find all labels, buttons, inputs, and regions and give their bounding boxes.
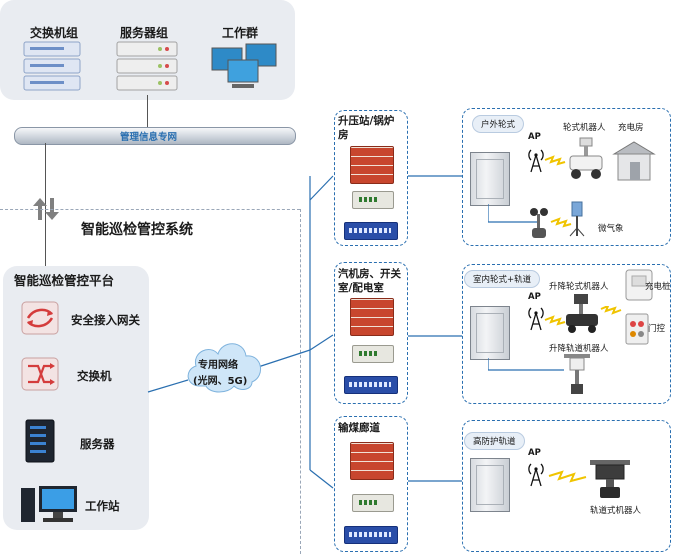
switch-group-label: 交换机组 bbox=[30, 26, 79, 40]
wireless-signal-icon bbox=[544, 155, 566, 166]
charging-house-label: 充电房 bbox=[618, 123, 644, 133]
wheeled-robot-icon bbox=[569, 137, 603, 179]
gateway-device-icon bbox=[352, 345, 394, 363]
charging-house-icon bbox=[612, 141, 656, 181]
charging-pile-icon bbox=[625, 269, 653, 301]
system-separator-line bbox=[0, 209, 300, 210]
robot-label-outdoor: 轮式机器人 bbox=[563, 123, 606, 133]
security-gateway-icon bbox=[21, 301, 59, 335]
firewall-icon bbox=[350, 442, 394, 480]
switch-group-icon bbox=[23, 41, 81, 91]
weather-station-icon bbox=[569, 201, 585, 237]
system-boundary-line bbox=[300, 209, 301, 554]
scenario-tag-rail: 高防护轨道 bbox=[464, 432, 525, 450]
micro-weather-label: 微气象 bbox=[598, 224, 624, 234]
scenario-tag-outdoor: 户外轮式 bbox=[472, 115, 525, 133]
management-network-bus bbox=[14, 127, 296, 145]
server-label: 服务器 bbox=[80, 437, 115, 451]
workstation-label: 工作站 bbox=[85, 499, 120, 513]
gateway-device-icon bbox=[352, 494, 394, 512]
weather-sensor-icon bbox=[530, 208, 548, 238]
charging-pile-label: 充电桩 bbox=[645, 282, 671, 292]
switch-device-icon bbox=[344, 376, 398, 394]
workgroup-icon bbox=[211, 43, 277, 88]
server-icon bbox=[25, 419, 55, 463]
server-bus-link bbox=[147, 95, 148, 127]
station-title-turbine-1: 汽机房、开关 bbox=[338, 268, 401, 280]
network-label-line2: (光网、5G) bbox=[193, 376, 248, 387]
lifting-rail-robot-icon bbox=[564, 354, 590, 394]
ap-antenna-icon bbox=[528, 149, 544, 173]
robot-label-rail: 轨道式机器人 bbox=[590, 506, 642, 516]
door-control-label: 门控 bbox=[648, 324, 666, 334]
firewall-icon bbox=[350, 146, 394, 184]
switch-icon bbox=[21, 357, 59, 391]
station-title-coal: 输煤廊道 bbox=[338, 422, 380, 434]
ap-label: AP bbox=[528, 448, 541, 458]
workgroup-label: 工作群 bbox=[222, 26, 259, 40]
workstation-icon bbox=[21, 486, 77, 522]
station-title-boost-1: 升压站/锅炉 bbox=[338, 115, 395, 127]
control-cabinet-icon bbox=[470, 152, 510, 206]
gateway-device-icon bbox=[352, 191, 394, 209]
ap-label: AP bbox=[528, 132, 541, 142]
ap-antenna-icon bbox=[528, 463, 544, 487]
server-group-icon bbox=[116, 41, 178, 91]
scenario-tag-indoor: 室内轮式+轨道 bbox=[464, 270, 541, 288]
wireless-signal-icon bbox=[544, 315, 566, 326]
management-network-label: 管理信息专网 bbox=[120, 132, 178, 143]
wireless-signal-icon bbox=[548, 470, 587, 483]
lifting-wheeled-robot-icon bbox=[566, 294, 598, 333]
control-cabinet-icon bbox=[470, 458, 510, 512]
ap-antenna-icon bbox=[528, 307, 544, 331]
robot-label-indoor: 升降轮式机器人 bbox=[549, 282, 609, 292]
rail-robot-icon bbox=[590, 460, 630, 498]
network-label-line1: 专用网络 bbox=[198, 360, 238, 371]
system-title: 智能巡检管控系统 bbox=[81, 222, 193, 238]
server-group-label: 服务器组 bbox=[120, 26, 169, 40]
security-gateway-label: 安全接入网关 bbox=[71, 313, 140, 327]
wireless-signal-icon bbox=[600, 306, 622, 315]
ap-label: AP bbox=[528, 292, 541, 302]
station-title-turbine-2: 室/配电室 bbox=[338, 282, 384, 294]
firewall-icon bbox=[350, 298, 394, 336]
platform-title: 智能巡检管控平台 bbox=[14, 273, 115, 288]
rail-robot-label-indoor: 升降轨道机器人 bbox=[549, 344, 609, 354]
wireless-signal-icon bbox=[550, 217, 572, 228]
rail-robot-link bbox=[488, 358, 564, 371]
private-network-cloud-icon bbox=[187, 343, 261, 393]
station-title-boost-2: 房 bbox=[338, 129, 349, 141]
switch-device-icon bbox=[344, 526, 398, 544]
switch-device-icon bbox=[344, 222, 398, 240]
switch-label: 交换机 bbox=[77, 369, 112, 383]
control-cabinet-icon bbox=[470, 306, 510, 360]
door-control-icon bbox=[625, 313, 649, 345]
weather-station-link bbox=[488, 204, 538, 223]
